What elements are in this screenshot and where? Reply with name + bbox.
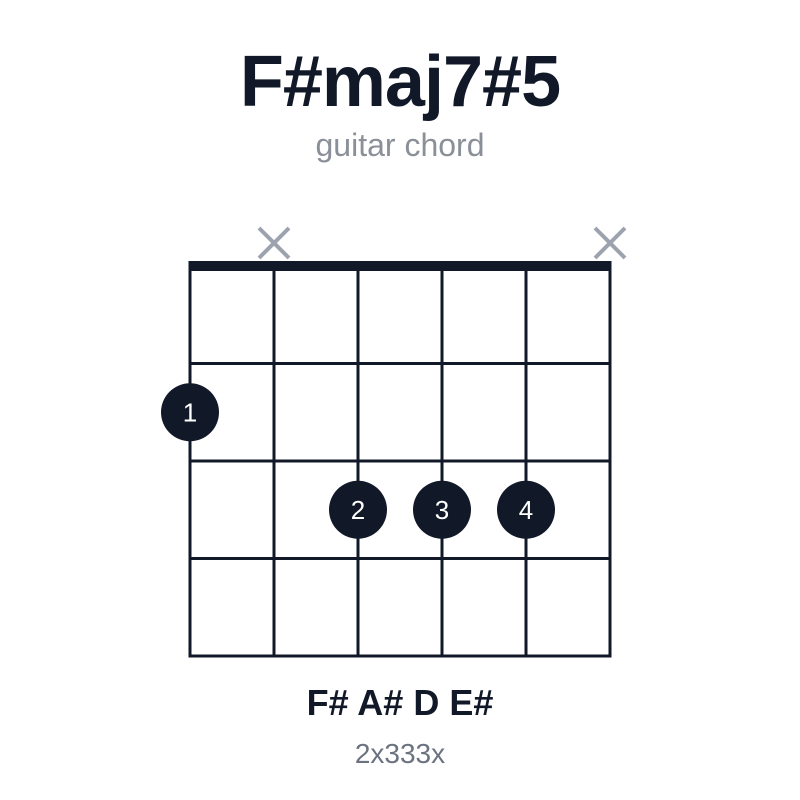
chord-notes: F# A# D E# bbox=[306, 682, 494, 723]
finger-dot: 2 bbox=[329, 480, 387, 539]
chord-subtitle: guitar chord bbox=[315, 127, 485, 163]
finger-dot-circle bbox=[497, 480, 555, 539]
finger-dot-circle bbox=[413, 480, 471, 539]
fretboard-grid bbox=[188, 261, 612, 658]
muted-x-stroke bbox=[257, 226, 291, 260]
finger-dot: 4 bbox=[497, 480, 555, 539]
finger-dot: 3 bbox=[413, 480, 471, 539]
chord-fingering: 2x333x bbox=[354, 738, 446, 769]
finger-dot: 1 bbox=[161, 383, 219, 442]
nut bbox=[188, 261, 612, 271]
chord-title: F#maj7#5 bbox=[239, 42, 561, 122]
muted-x-icon bbox=[257, 226, 291, 260]
finger-dot-label: 4 bbox=[519, 495, 533, 525]
muted-string-markers bbox=[257, 226, 627, 260]
muted-x-stroke bbox=[593, 226, 627, 260]
finger-dot-circle bbox=[329, 480, 387, 539]
muted-x-icon bbox=[593, 226, 627, 260]
finger-dot-label: 3 bbox=[435, 495, 449, 525]
finger-dot-circle bbox=[161, 383, 219, 442]
finger-dot-label: 1 bbox=[183, 397, 197, 427]
finger-dot-label: 2 bbox=[351, 495, 365, 525]
finger-dots: 1 2 3 4 bbox=[161, 383, 555, 539]
